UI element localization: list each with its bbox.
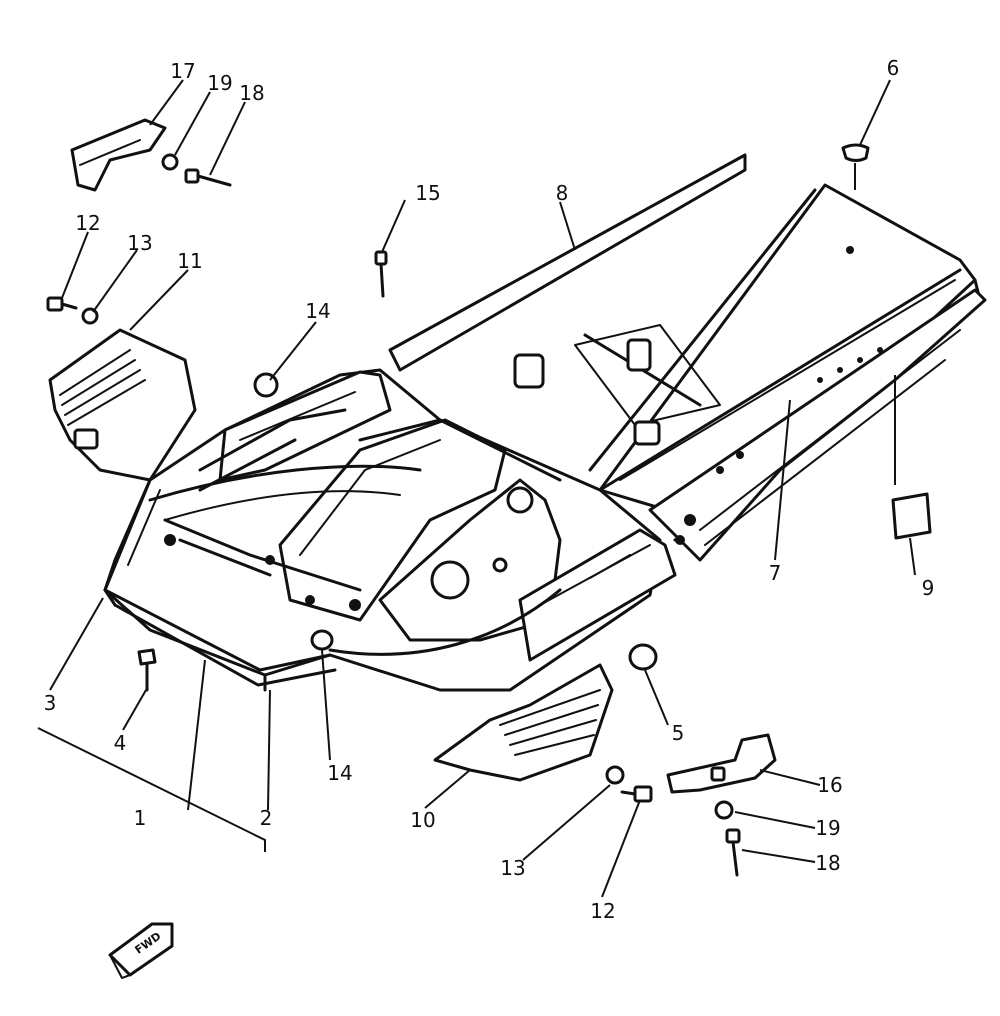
callout-4: 4 bbox=[114, 731, 127, 755]
callout-18: 18 bbox=[239, 81, 264, 105]
callout-10: 10 bbox=[410, 808, 435, 832]
part-19-nut-lower bbox=[714, 800, 734, 820]
part-18-screw-lower bbox=[725, 828, 741, 877]
forward-arrow-badge: FWD bbox=[108, 922, 174, 979]
part-5-grommet bbox=[628, 643, 658, 671]
callout-8: 8 bbox=[556, 181, 569, 205]
part-4-bolt bbox=[137, 648, 157, 692]
callout-7: 7 bbox=[769, 561, 782, 585]
callout-14: 14 bbox=[305, 299, 330, 323]
part-11-left-guard bbox=[48, 328, 197, 482]
part-17-bracket bbox=[70, 118, 167, 192]
part-16-bracket bbox=[666, 733, 777, 794]
part-15-pin bbox=[374, 250, 388, 298]
part-13-washer-lower bbox=[605, 765, 625, 785]
part-6-cap bbox=[841, 143, 870, 162]
callout-5: 5 bbox=[672, 721, 685, 745]
callout-12: 12 bbox=[75, 211, 100, 235]
part-9-plate bbox=[891, 492, 932, 540]
part-12-bolt-upper bbox=[46, 296, 78, 312]
callout-15: 15 bbox=[415, 181, 440, 205]
callout-13: 13 bbox=[127, 231, 152, 255]
callout-19: 19 bbox=[207, 71, 232, 95]
callout-9: 9 bbox=[922, 576, 935, 600]
part-18-screw-upper bbox=[184, 168, 232, 187]
part-8-strip bbox=[388, 153, 747, 372]
leader-lines bbox=[37, 79, 916, 898]
callout-3: 3 bbox=[44, 691, 57, 715]
callout-11: 11 bbox=[177, 249, 202, 273]
callout-6: 6 bbox=[887, 56, 900, 80]
callout-18: 18 bbox=[815, 851, 840, 875]
part-14-grommet-lower bbox=[310, 629, 334, 651]
callout-16: 16 bbox=[817, 773, 842, 797]
callout-2: 2 bbox=[260, 806, 273, 830]
callout-12: 12 bbox=[590, 899, 615, 923]
callout-1: 1 bbox=[134, 806, 147, 830]
callout-labels: 17 19 18 12 13 11 15 8 6 14 7 9 3 4 14 5… bbox=[44, 56, 935, 923]
callout-17: 17 bbox=[170, 59, 195, 83]
part-19-nut-upper bbox=[161, 153, 179, 171]
callout-13: 13 bbox=[500, 856, 525, 880]
callout-14: 14 bbox=[327, 761, 352, 785]
frame-assembly bbox=[103, 183, 987, 692]
part-13-washer-upper bbox=[81, 307, 99, 325]
callout-19: 19 bbox=[815, 816, 840, 840]
part-12-bolt-lower bbox=[620, 785, 653, 803]
part-14-grommet-upper bbox=[253, 372, 279, 398]
part-10-right-guard bbox=[433, 663, 614, 782]
